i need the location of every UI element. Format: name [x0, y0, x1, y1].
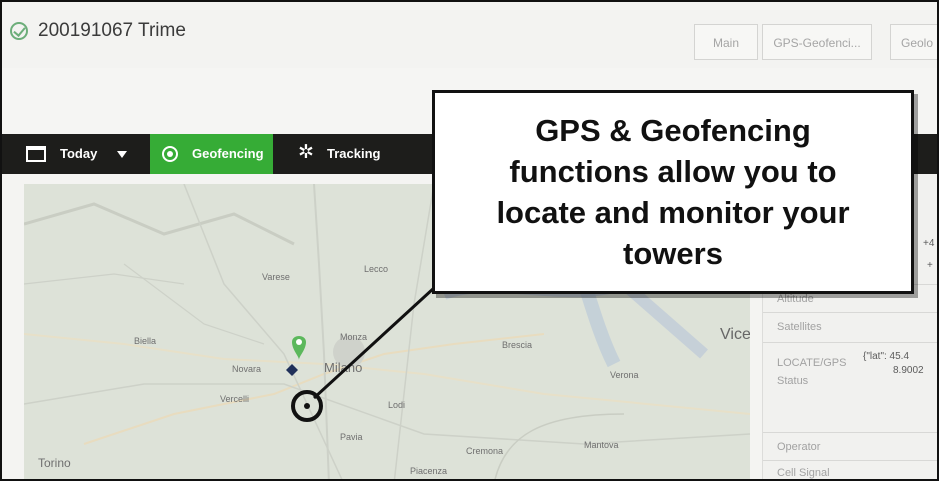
- panel-partial-value: +: [927, 260, 933, 271]
- callout-box: GPS & Geofencing functions allow you to …: [432, 90, 914, 294]
- panel-row-locate-gps: LOCATE/GPS Status {"lat": 45.4 8.9002: [763, 342, 937, 393]
- check-circle-icon: [10, 22, 28, 40]
- field-label: Altitude: [777, 293, 814, 305]
- caret-down-icon[interactable]: [117, 151, 127, 158]
- map-label: Torino: [38, 456, 71, 470]
- field-label: Status: [777, 375, 809, 387]
- device-title: 200191067 Trime: [38, 20, 186, 41]
- map-label: Verona: [610, 370, 639, 380]
- map-label: Pavia: [340, 432, 363, 442]
- field-label: Satellites: [777, 321, 822, 333]
- tracking-icon: ✲: [298, 142, 314, 163]
- callout-text: GPS & Geofencing functions allow you to …: [496, 113, 850, 271]
- map-pin-icon: [292, 336, 306, 360]
- tab-main[interactable]: Main: [694, 24, 758, 60]
- field-label: LOCATE/GPS: [777, 357, 847, 369]
- panel-row-satellites: Satellites: [763, 312, 937, 343]
- map-label: Brescia: [502, 340, 533, 350]
- geofencing-label[interactable]: Geofencing: [192, 146, 264, 161]
- map-label: Monza: [340, 332, 368, 342]
- gps-lon-value: 8.9002: [893, 365, 924, 376]
- gps-lat-value: {"lat": 45.4: [863, 351, 910, 362]
- geofence-radio-icon: [162, 146, 178, 162]
- map-label: Cremona: [466, 446, 504, 456]
- panel-row-operator: Operator: [763, 432, 937, 461]
- calendar-icon: [26, 146, 46, 162]
- map-label: Varese: [262, 272, 290, 282]
- tab-geolocation[interactable]: Geolo: [890, 24, 937, 60]
- field-label: Operator: [777, 441, 821, 453]
- panel-partial-value: +4: [923, 238, 935, 249]
- field-label: Cell Signal: [777, 467, 830, 479]
- tracking-button[interactable]: Tracking: [327, 146, 381, 161]
- device-header: 200191067 Trime Main GPS-Geofenci... Geo…: [2, 2, 937, 68]
- tab-gps-geofencing[interactable]: GPS-Geofenci...: [762, 24, 872, 60]
- map-label: Lecco: [364, 264, 389, 274]
- map-label: Mantova: [584, 440, 619, 450]
- map-label: Vercelli: [220, 394, 250, 404]
- map-label: Vice: [720, 326, 750, 343]
- map-label: Biella: [134, 336, 157, 346]
- map-label: Lodi: [388, 400, 406, 410]
- map-label: Piacenza: [410, 466, 448, 476]
- today-dropdown[interactable]: Today: [60, 146, 98, 161]
- panel-row-cell-signal: Cell Signal: [763, 460, 937, 479]
- map-label: Novara: [232, 364, 262, 374]
